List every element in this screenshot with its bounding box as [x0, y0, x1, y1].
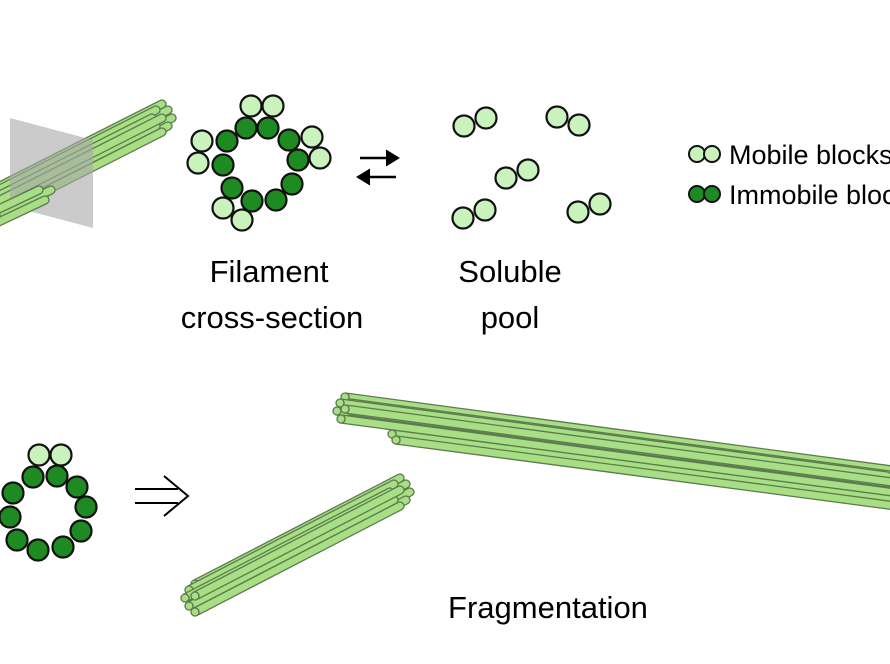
immobile-block	[240, 189, 264, 213]
filament-end-cap	[180, 593, 190, 603]
filament-end-cap	[190, 607, 200, 617]
equilibrium-arrows-icon	[356, 149, 400, 186]
mobile-block	[211, 196, 235, 220]
mobile-block	[452, 114, 476, 138]
legend-mobile-label: Mobile blocks	[729, 140, 890, 170]
filament-end-cap	[190, 591, 200, 601]
immobile-block	[1, 481, 25, 505]
fragmenting-ring	[0, 443, 98, 562]
immobile-block	[286, 148, 310, 172]
immobile-block	[51, 535, 75, 559]
filament-end-cap	[184, 601, 194, 611]
filament-end-cap	[332, 406, 342, 416]
filament-rod	[184, 495, 399, 611]
immobile-block	[74, 495, 98, 519]
legend: Mobile blocks Immobile blocks	[688, 140, 890, 210]
immobile-block	[65, 475, 89, 499]
mobile-block	[473, 198, 497, 222]
immobile-block	[0, 505, 22, 529]
mobile-block	[308, 146, 332, 170]
soluble-pool	[451, 105, 612, 230]
filament-rod	[340, 404, 890, 487]
fragment-long	[332, 392, 890, 510]
mobile-block	[49, 443, 73, 467]
legend-mobile-swatch	[688, 145, 721, 163]
fragment-short	[180, 473, 415, 617]
filament-label-line1: Filament	[210, 254, 329, 289]
mobile-block	[494, 166, 518, 190]
immobile-block	[69, 519, 93, 543]
mobile-block	[27, 443, 51, 467]
mobile-block	[516, 158, 540, 182]
filament-rod	[190, 485, 405, 601]
immobile-block	[280, 172, 304, 196]
immobile-block	[256, 116, 280, 140]
immobile-block	[26, 538, 50, 562]
filament-end-cap	[391, 435, 401, 445]
filament-rod	[391, 435, 890, 510]
mobile-block	[566, 200, 590, 224]
filament-end-cap	[336, 414, 346, 424]
mobile-block	[474, 106, 498, 130]
filament-rod	[0, 195, 50, 227]
fragmentation-label: Fragmentation	[448, 590, 648, 625]
mobile-block	[190, 129, 214, 153]
legend-immobile-label: Immobile blocks	[729, 180, 890, 210]
immobile-block	[5, 528, 29, 552]
immobile-block	[277, 128, 301, 152]
immobile-block	[45, 464, 69, 488]
mobile-block	[230, 208, 254, 232]
immobile-block	[21, 465, 45, 489]
mobile-block	[588, 192, 612, 216]
filament-label-line2: cross-section	[181, 300, 364, 335]
mobile-block	[261, 94, 285, 118]
filament-bundle-top-front	[0, 185, 56, 227]
immobile-block	[264, 188, 288, 212]
immobile-block	[215, 129, 239, 153]
immobile-block	[234, 116, 258, 140]
cross-section-ring	[186, 94, 332, 232]
filament-end-cap	[340, 404, 350, 414]
filament-rod	[0, 185, 44, 214]
mobile-block	[186, 151, 210, 175]
mobile-block	[545, 105, 569, 129]
mobile-block	[451, 206, 475, 230]
legend-immobile-swatch	[688, 185, 721, 203]
mobile-block	[300, 125, 324, 149]
implies-arrow-icon	[135, 475, 190, 517]
immobile-block	[211, 153, 235, 177]
soluble-label-line1: Soluble	[458, 254, 561, 289]
mobile-block	[567, 113, 591, 137]
filament-rod	[190, 501, 405, 617]
immobile-block	[220, 176, 244, 200]
soluble-label-line2: pool	[481, 300, 540, 335]
mobile-block	[239, 94, 263, 118]
